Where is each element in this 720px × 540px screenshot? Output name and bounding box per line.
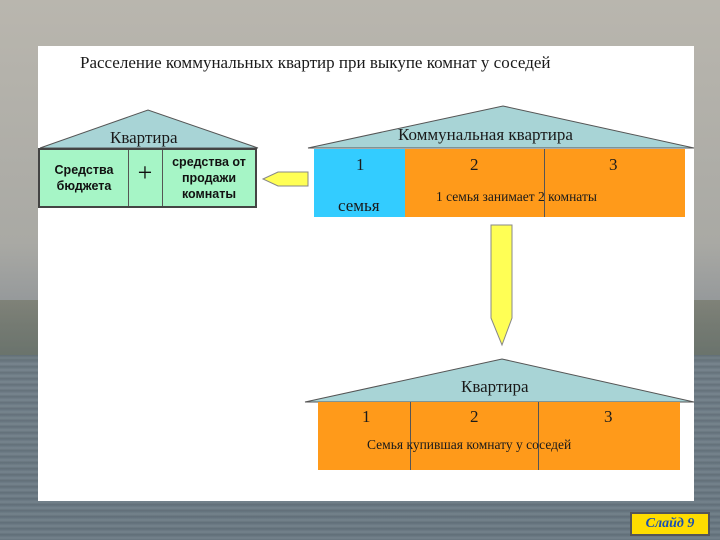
communal-room-1-number: 1 [356, 155, 365, 174]
communal-room-1 [314, 149, 405, 217]
result-caption: Семья купившая комнату у соседей [367, 437, 572, 452]
divider [410, 402, 411, 470]
roof-left-label: Квартира [110, 128, 178, 147]
arrow-left [261, 171, 309, 187]
communal-caption: 1 семья занимает 2 комнаты [436, 189, 597, 204]
budget-label: Средства бюджета [54, 163, 114, 193]
sale-label: средства от продажи комнаты [172, 155, 246, 201]
divider [544, 149, 545, 217]
slide-title: Расселение коммунальных квартир при выку… [80, 53, 551, 72]
slide-number-badge: Слайд 9 [630, 512, 710, 536]
result-apartment-box [318, 402, 680, 470]
apartment-left-box: Средства бюджета + средства от продажи к… [38, 148, 257, 208]
communal-rooms-2-3 [405, 149, 685, 217]
divider [538, 402, 539, 470]
result-room-2-number: 2 [470, 407, 479, 426]
communal-room-2-number: 2 [470, 155, 479, 174]
roof-communal-label: Коммунальная квартира [398, 125, 573, 144]
divider [128, 150, 129, 206]
roof-result-label: Квартира [461, 377, 529, 396]
arrow-down [490, 224, 513, 347]
divider [162, 150, 163, 206]
result-room-1-number: 1 [362, 407, 371, 426]
roof-communal [307, 105, 695, 149]
communal-room-1-caption: семья [338, 196, 380, 215]
result-room-3-number: 3 [604, 407, 613, 426]
communal-room-3-number: 3 [609, 155, 618, 174]
plus-sign: + [137, 158, 153, 187]
